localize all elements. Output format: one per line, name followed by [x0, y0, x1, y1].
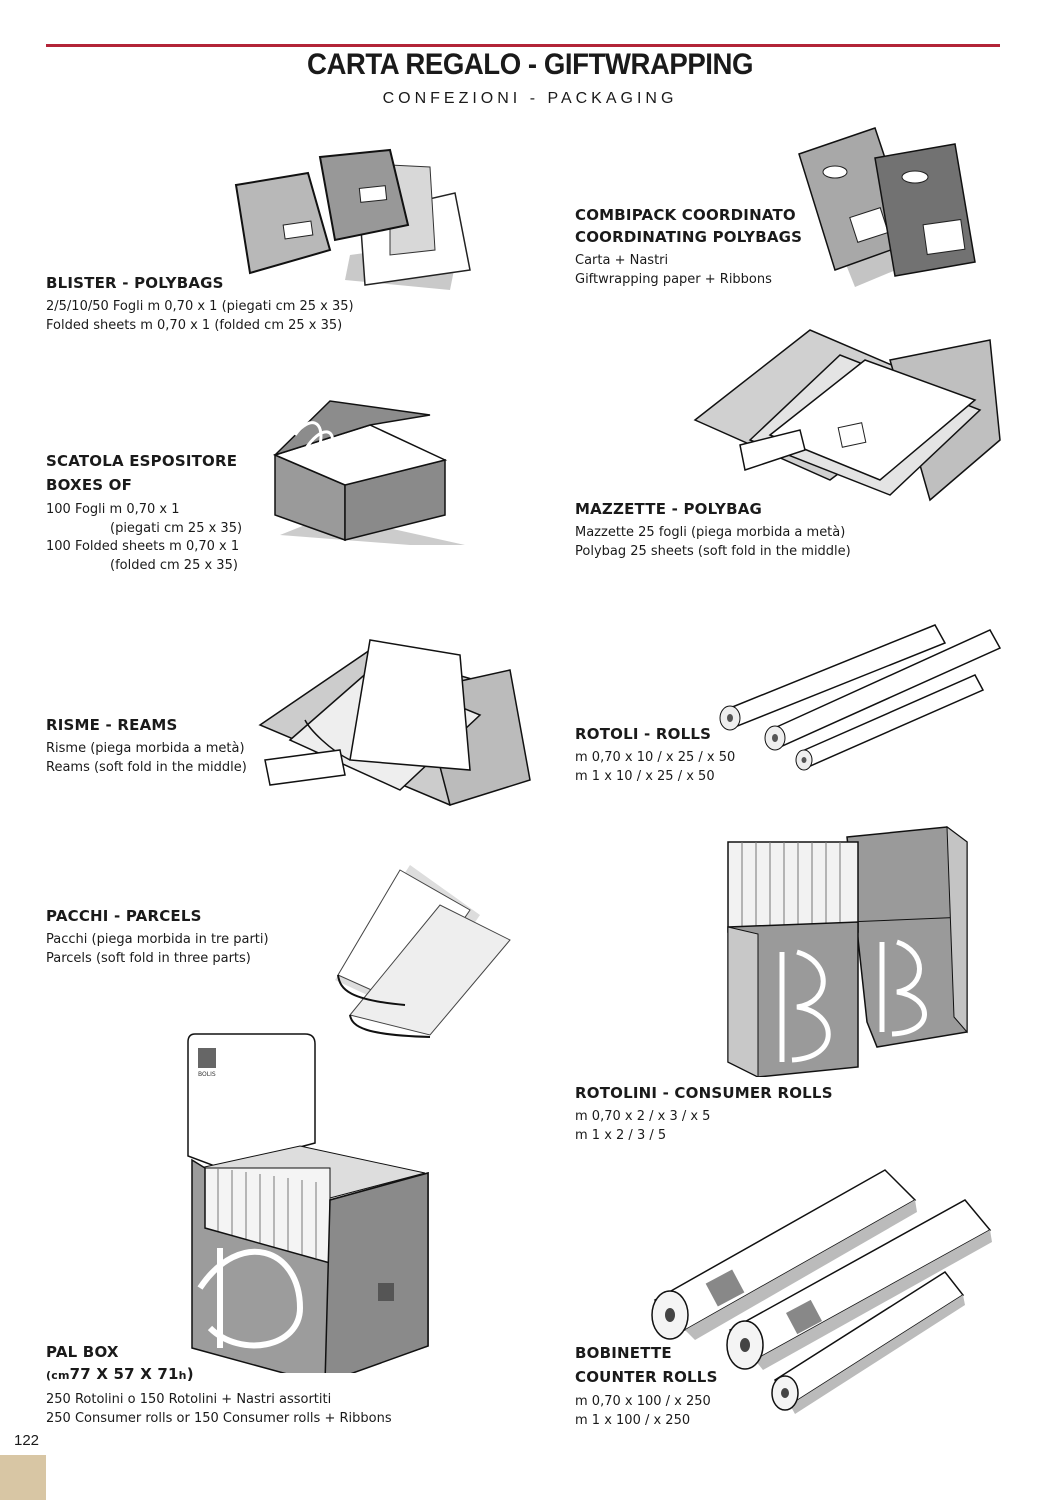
section-risme: RISME - REAMS Risme (piega morbida a met…: [46, 714, 247, 777]
section-title-it: BOBINETTE: [575, 1344, 672, 1362]
section-mazzette: MAZZETTE - POLYBAG Mazzette 25 fogli (pi…: [575, 498, 851, 561]
section-palbox: PAL BOX (cm77 X 57 X 71h) 250 Rotolini o…: [46, 1341, 392, 1428]
section-rotolini: ROTOLINI - CONSUMER ROLLS m 0,70 x 2 / x…: [575, 1082, 833, 1145]
section-title-en: COORDINATING POLYBAGS: [575, 228, 803, 246]
section-blister: BLISTER - POLYBAGS 2/5/10/50 Fogli m 0,7…: [46, 272, 354, 335]
rotoli-illustration: [719, 624, 1002, 771]
section-title-en: BOXES OF: [46, 476, 133, 494]
blister-polybags-illustration: [234, 148, 471, 290]
section-rotoli: ROTOLI - ROLLS m 0,70 x 10 / x 25 / x 50…: [575, 723, 735, 786]
section-line: 100 Folded sheets m 0,70 x 1: [46, 539, 240, 554]
bolis-logo: [198, 1048, 216, 1068]
rotolini-illustration: [727, 825, 968, 1077]
page-title: CARTA REGALO - GIFTWRAPPING: [306, 48, 753, 81]
counter-roll: [651, 1169, 917, 1340]
section-title: PAL BOX: [46, 1343, 119, 1361]
page-subtitle: CONFEZIONI - PACKAGING: [382, 90, 678, 107]
mazzette-illustration: [693, 329, 1001, 502]
counter-roll: [771, 1271, 965, 1414]
brand-label: BOLIS: [198, 1071, 216, 1078]
section-line: Risme (piega morbida a metà): [46, 741, 245, 756]
section-title: BLISTER - POLYBAGS: [46, 274, 224, 292]
consumer-rolls: [727, 841, 859, 933]
bobinette-illustration: [651, 1169, 992, 1414]
scatola-espositore-illustration: [272, 400, 465, 545]
section-dimensions: (cm77 X 57 X 71h): [46, 1365, 194, 1383]
section-title: MAZZETTE - POLYBAG: [575, 500, 763, 518]
section-line: Giftwrapping paper + Ribbons: [575, 271, 772, 287]
section-line: Mazzette 25 fogli (piega morbida a metà): [575, 525, 846, 540]
section-line: 100 Fogli m 0,70 x 1: [46, 502, 180, 517]
section-line: m 1 x 2 / 3 / 5: [575, 1127, 667, 1143]
page-number: 122: [14, 1432, 40, 1449]
section-line: m 0,70 x 2 / x 3 / x 5: [575, 1109, 711, 1124]
section-line: (folded cm 25 x 35): [110, 557, 238, 573]
roll: [795, 674, 985, 771]
section-line: Pacchi (piega morbida in tre parti): [46, 932, 269, 947]
combipack-illustration: [798, 127, 976, 287]
section-line: (piegati cm 25 x 35): [110, 520, 243, 536]
page-tab: [0, 1455, 46, 1500]
pal-box-illustration: BOLIS: [187, 1033, 429, 1373]
pacchi-illustration: [335, 865, 511, 1038]
section-title: RISME - REAMS: [46, 716, 178, 734]
section-title: PACCHI - PARCELS: [46, 907, 202, 925]
section-pacchi: PACCHI - PARCELS Pacchi (piega morbida i…: [46, 905, 269, 968]
section-title-en: COUNTER ROLLS: [575, 1368, 718, 1386]
section-title: ROTOLI - ROLLS: [575, 725, 712, 743]
section-line: Carta + Nastri: [575, 253, 669, 268]
section-title-it: SCATOLA ESPOSITORE: [46, 452, 238, 470]
counter-roll: [726, 1199, 992, 1370]
roll: [719, 624, 947, 731]
section-title-it: COMBIPACK COORDINATO: [575, 206, 796, 224]
section-line: m 1 x 10 / x 25 / x 50: [575, 768, 715, 784]
section-line: Folded sheets m 0,70 x 1 (folded cm 25 x…: [46, 317, 343, 333]
section-title: ROTOLINI - CONSUMER ROLLS: [575, 1084, 833, 1102]
section-line: Parcels (soft fold in three parts): [46, 950, 251, 966]
section-line: 250 Rotolini o 150 Rotolini + Nastri ass…: [46, 1392, 332, 1407]
section-combipack: COMBIPACK COORDINATO COORDINATING POLYBA…: [575, 204, 802, 289]
section-bobinette: BOBINETTE COUNTER ROLLS m 0,70 x 100 / x…: [575, 1341, 718, 1430]
roll: [764, 629, 1002, 751]
section-scatola: SCATOLA ESPOSITORE BOXES OF 100 Fogli m …: [46, 449, 242, 575]
section-line: 250 Consumer rolls or 150 Consumer rolls…: [46, 1410, 392, 1426]
section-line: 2/5/10/50 Fogli m 0,70 x 1 (piegati cm 2…: [46, 299, 354, 314]
section-line: m 1 x 100 / x 250: [575, 1412, 691, 1428]
risme-illustration: [258, 639, 531, 806]
section-line: m 0,70 x 10 / x 25 / x 50: [575, 750, 736, 765]
header-rule: [46, 44, 1000, 47]
section-line: Polybag 25 sheets (soft fold in the midd…: [575, 543, 851, 559]
bolis-logo: [378, 1283, 394, 1301]
section-line: m 0,70 x 100 / x 250: [575, 1394, 711, 1409]
section-line: Reams (soft fold in the middle): [46, 759, 247, 775]
